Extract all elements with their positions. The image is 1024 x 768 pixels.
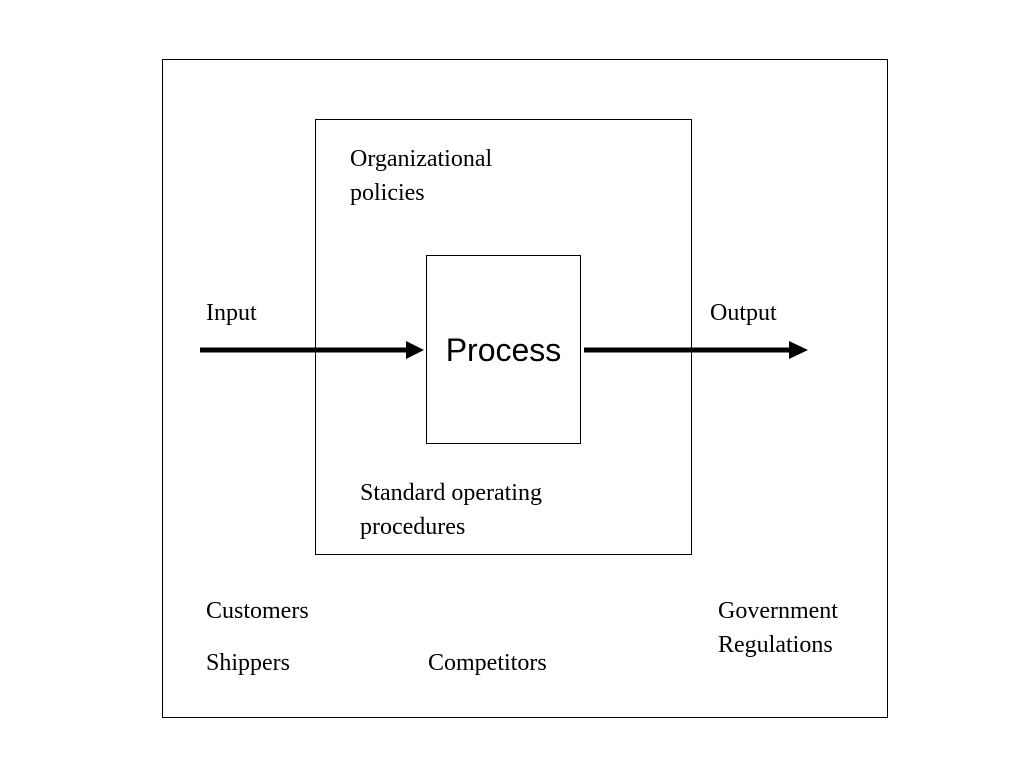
shippers-label: Shippers [206, 650, 290, 676]
output-label: Output [710, 300, 777, 326]
standard-operating-procedures-line-2: procedures [360, 514, 466, 540]
government-regulations-label: Government Regulations [718, 594, 838, 662]
organizational-policies-line-1: Organizational [350, 146, 493, 172]
standard-operating-procedures-line-1: Standard operating [360, 480, 542, 506]
customers-label: Customers [206, 598, 309, 624]
competitors-label: Competitors [428, 650, 547, 676]
government-regulations-line-2: Regulations [718, 632, 833, 658]
process-box [426, 255, 581, 444]
organizational-policies-label: Organizational policies [350, 142, 492, 210]
process-label: Process [445, 332, 562, 368]
input-label: Input [206, 300, 257, 326]
government-regulations-line-1: Government [718, 598, 838, 624]
organizational-policies-line-2: policies [350, 180, 425, 206]
organization-box [315, 119, 692, 555]
standard-operating-procedures-label: Standard operating procedures [360, 476, 542, 544]
environment-box [162, 59, 888, 718]
